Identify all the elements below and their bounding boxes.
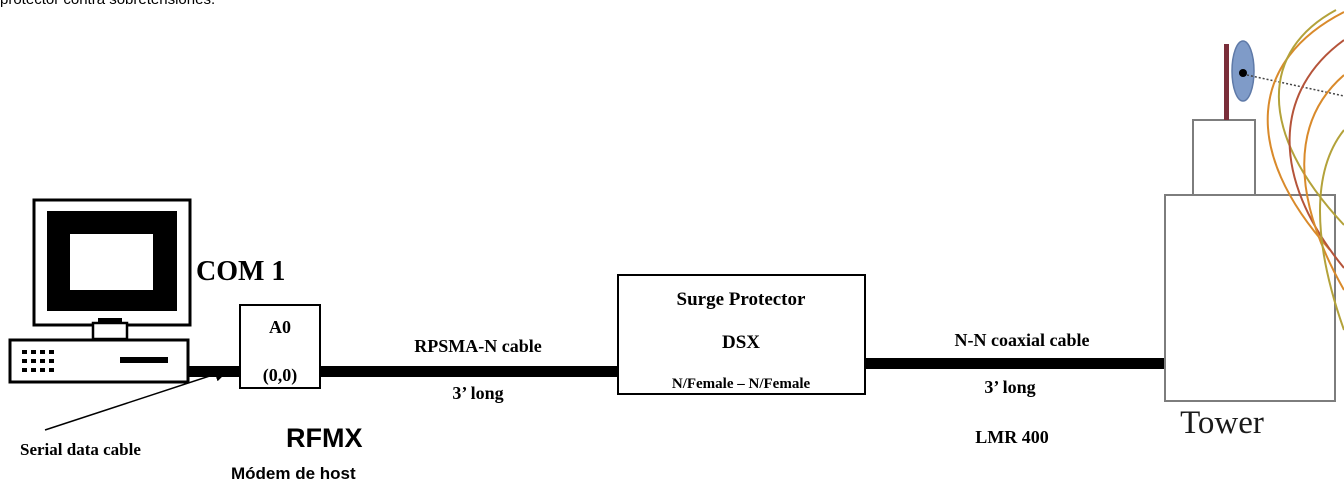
- rpsma-cable-label: RPSMA-N cable: [414, 336, 541, 356]
- modem-subtitle-label: Módem de host: [231, 464, 356, 483]
- serial-cable-arrow: [44, 367, 230, 431]
- surge-connector-label: N/Female – N/Female: [672, 376, 811, 392]
- coax-type-label: LMR 400: [975, 427, 1049, 447]
- surge-title-label: Surge Protector: [677, 289, 806, 310]
- tower-icon: [1164, 40, 1344, 402]
- com-port-label: COM 1: [196, 256, 285, 287]
- modem-box: [239, 304, 321, 389]
- modem-coords-label: (0,0): [263, 365, 298, 386]
- keypad-dots: [22, 350, 54, 372]
- coax-cable-line: [865, 358, 1165, 369]
- modem-name-label: RFMX: [286, 423, 363, 453]
- caption-text: protector contra sobretensiones.: [0, 0, 215, 8]
- surge-model-label: DSX: [722, 332, 760, 353]
- signal-waves-icon: [1266, 9, 1344, 331]
- computer-icon: [8, 198, 192, 384]
- rpsma-cable-line: [320, 366, 618, 377]
- rpsma-length-label: 3’ long: [452, 383, 503, 403]
- surge-protector-box: [617, 274, 866, 395]
- signal-beam-line: [1246, 74, 1344, 97]
- coax-length-label: 3’ long: [984, 377, 1035, 397]
- modem-id-label: A0: [269, 317, 291, 337]
- coax-cable-label: N-N coaxial cable: [955, 330, 1090, 350]
- serial-cable-label: Serial data cable: [20, 440, 141, 459]
- tower-label: Tower: [1180, 405, 1264, 441]
